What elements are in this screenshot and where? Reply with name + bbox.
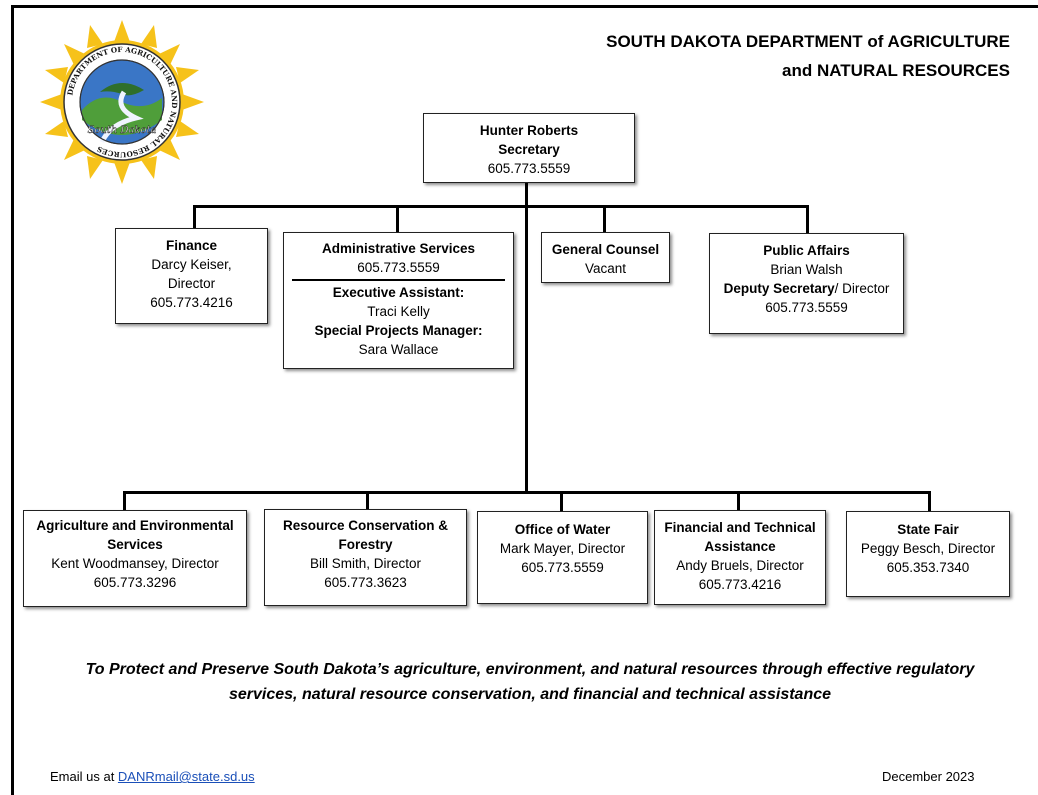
division-phone: 605.773.3296	[93, 575, 177, 590]
admin-divider	[292, 279, 505, 281]
email-link[interactable]: DANRmail@state.sd.us	[117, 769, 255, 784]
counsel-person: Vacant	[584, 261, 627, 276]
footer-email: Email us at DANRmail@state.sd.us	[50, 769, 255, 784]
footer-date: December 2023	[882, 769, 975, 784]
connector-water	[560, 491, 563, 512]
connector-state-fair	[928, 491, 931, 512]
connector-resource-cons	[366, 491, 369, 510]
division-box-financial-technical: Financial and Technical Assistance Andy …	[654, 510, 826, 605]
division-line2: Assistance	[704, 539, 776, 554]
division-line1: Office of Water	[514, 522, 611, 537]
public-affairs-box: Public Affairs Brian Walsh Deputy Secret…	[709, 233, 904, 334]
secretary-phone: 605.773.5559	[487, 161, 571, 176]
finance-person: Darcy Keiser,	[151, 257, 232, 272]
division-line1: Resource Conservation &	[282, 518, 449, 533]
connector-ag-env	[123, 491, 126, 511]
lower-branch-line	[123, 491, 931, 494]
connector-admin	[396, 205, 399, 232]
footer-email-prefix: Email us at	[50, 769, 118, 784]
page-frame-left	[11, 5, 14, 795]
admin-name: Administrative Services	[321, 241, 476, 256]
danr-seal-logo: DEPARTMENT OF AGRICULTURE AND NATURAL RE…	[40, 20, 204, 184]
division-phone: 605.773.5559	[521, 560, 604, 575]
division-person: Bill Smith, Director	[309, 556, 422, 571]
general-counsel-box: General Counsel Vacant	[541, 232, 670, 283]
division-phone: 605.773.4216	[698, 577, 782, 592]
page-frame-top	[11, 5, 1038, 8]
finance-box: Finance Darcy Keiser, Director 605.773.4…	[115, 228, 268, 324]
division-person: Andy Bruels, Director	[676, 558, 804, 573]
secretary-name: Hunter Roberts	[479, 123, 579, 138]
division-phone: 605.773.3623	[324, 575, 407, 590]
counsel-name: General Counsel	[551, 242, 660, 257]
division-box-resource-conservation: Resource Conservation & Forestry Bill Sm…	[264, 509, 467, 606]
connector-finance	[193, 205, 196, 229]
division-line1: State Fair	[897, 522, 959, 537]
finance-phone: 605.773.4216	[150, 295, 233, 310]
connector-fin-tech	[737, 491, 740, 511]
page-title-line1: SOUTH DAKOTA DEPARTMENT of AGRICULTURE	[606, 32, 1010, 51]
division-box-office-of-water: Office of Water Mark Mayer, Director 605…	[477, 511, 648, 604]
public-affairs-person: Brian Walsh	[770, 262, 843, 277]
division-box-ag-env: Agriculture and Environmental Services K…	[23, 510, 247, 607]
division-person: Mark Mayer, Director	[499, 541, 626, 556]
finance-name: Finance	[165, 238, 217, 253]
public-affairs-role-rest: / Director	[834, 281, 890, 296]
division-phone: 605.353.7340	[886, 560, 970, 575]
division-box-state-fair: State Fair Peggy Besch, Director 605.353…	[846, 511, 1010, 597]
division-line2: Services	[107, 537, 163, 552]
division-line1: Agriculture and Environmental	[36, 518, 234, 533]
public-affairs-phone: 605.773.5559	[765, 300, 848, 315]
connector-public-affairs	[806, 205, 809, 233]
admin-services-box: Administrative Services 605.773.5559 Exe…	[283, 232, 514, 369]
connector-counsel	[603, 205, 606, 232]
sun-rays	[40, 20, 204, 184]
upper-branch-line	[193, 205, 809, 208]
division-line1: Financial and Technical	[664, 520, 816, 535]
public-affairs-name: Public Affairs	[763, 243, 850, 258]
mission-statement: To Protect and Preserve South Dakota’s a…	[30, 657, 1030, 707]
division-line2: Forestry	[338, 537, 393, 552]
page-title: SOUTH DAKOTA DEPARTMENT of AGRICULTURE a…	[606, 27, 1010, 85]
secretary-box: Hunter Roberts Secretary 605.773.5559	[423, 113, 635, 183]
admin-phone: 605.773.5559	[357, 260, 440, 275]
division-person: Kent Woodmansey, Director	[51, 556, 219, 571]
exec-assistant-name: Traci Kelly	[367, 304, 430, 319]
exec-assistant-label: Executive Assistant:	[332, 285, 465, 300]
division-person: Peggy Besch, Director	[860, 541, 996, 556]
public-affairs-role: Deputy Secretary/ Director	[710, 279, 903, 298]
seal-script-text: South Dakota	[88, 125, 157, 136]
mission-line2: services, natural resource conservation,…	[228, 686, 832, 703]
main-trunk-line	[525, 182, 528, 494]
public-affairs-role-bold: Deputy Secretary	[723, 281, 835, 296]
finance-role: Director	[167, 276, 216, 291]
special-projects-label: Special Projects Manager:	[314, 323, 483, 338]
special-projects-name: Sara Wallace	[358, 342, 439, 357]
page-title-line2: and NATURAL RESOURCES	[782, 61, 1010, 80]
secretary-title: Secretary	[498, 142, 560, 157]
mission-line1: To Protect and Preserve South Dakota’s a…	[85, 661, 975, 678]
